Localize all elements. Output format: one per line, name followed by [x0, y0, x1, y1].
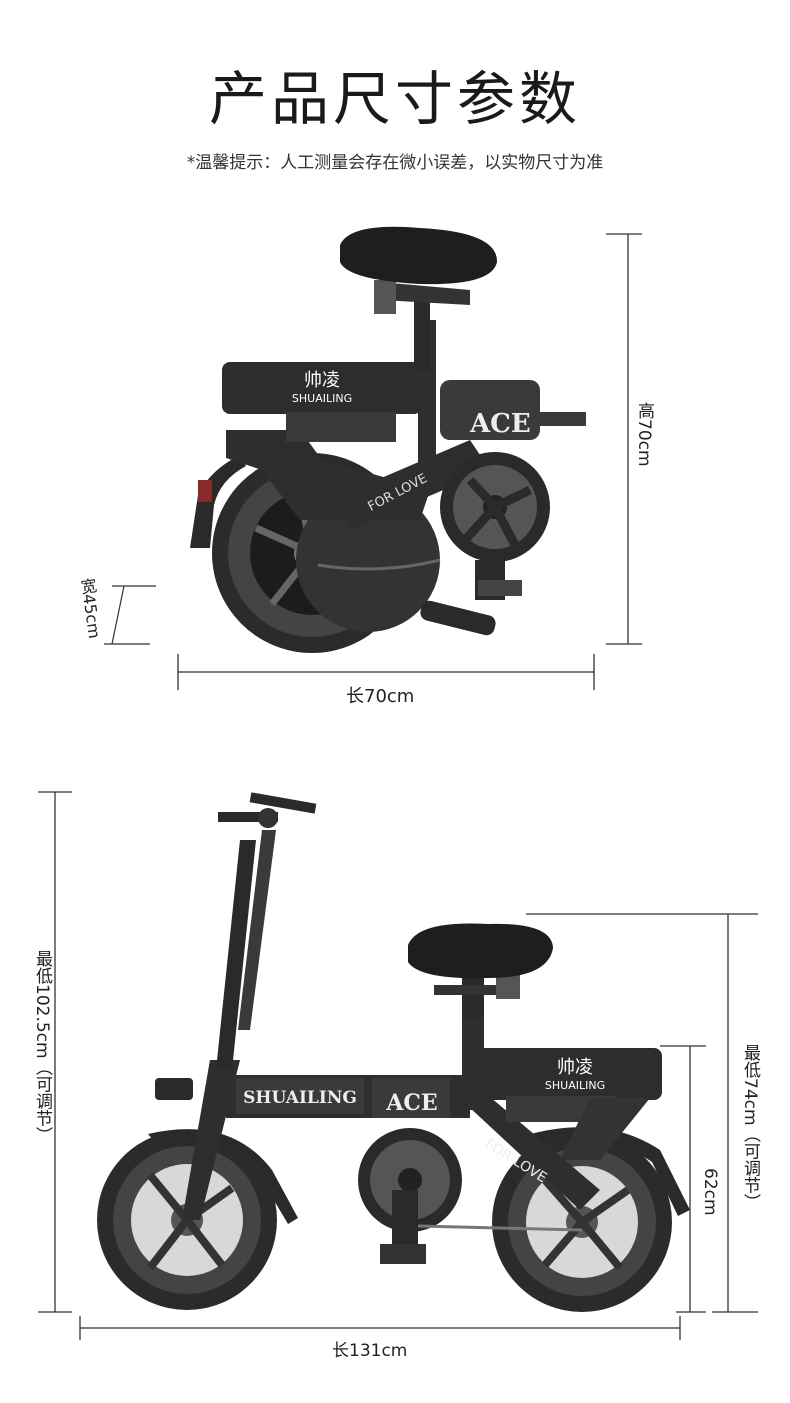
unfolded-pedal: [380, 1244, 426, 1264]
unfolded-battery-brand-en: SHUAILING: [545, 1079, 605, 1092]
frame-brand-panel: [236, 1078, 364, 1114]
headlight: [155, 1078, 193, 1100]
folded-fender: [190, 455, 246, 548]
page-title: 产品尺寸参数: [208, 65, 581, 133]
folded-battery-brand-cn: 帅凌: [304, 370, 340, 391]
frame-brand-text: SHUAILING: [243, 1088, 357, 1108]
unfolded-frame-slogan: FOR LOVE: [482, 1136, 550, 1187]
folded-frame-text: ACE: [469, 409, 531, 439]
folded-height-dimension: [606, 233, 642, 645]
unfolded-battery: [478, 1048, 662, 1160]
frame-ace-text: ACE: [385, 1090, 437, 1116]
folded-seat-spring: [374, 280, 396, 314]
unfolded-seat: [408, 923, 553, 979]
folded-width-dimension: [104, 585, 156, 645]
rear-fender: [510, 1127, 690, 1216]
unfolded-seat-post: [462, 978, 484, 1018]
total-height-label: 最低102.5cm（可调节）: [32, 950, 52, 1144]
folded-chainring: [440, 452, 550, 562]
rack-height-label: 62cm: [700, 1168, 720, 1216]
folded-seat: [340, 226, 498, 285]
folded-frame: [226, 320, 586, 530]
folded-rear-light: [198, 480, 212, 502]
front-fender: [148, 1129, 298, 1224]
folded-battery-brand-en: SHUAILING: [292, 392, 352, 405]
unfolded-battery-brand-cn: 帅凌: [557, 1057, 593, 1078]
folded-pedal: [478, 580, 522, 596]
folded-length-dimension: [177, 654, 595, 690]
folded-handlebar-grip: [420, 600, 496, 636]
folded-bike-illustration: FOR LOVE ACE 帅凌 SHUAILING: [104, 226, 642, 690]
folded-height-label: 高70cm: [634, 402, 654, 467]
seat-height-label: 最低74cm（可调节）: [740, 1044, 760, 1211]
unfolded-rear-wheel: [492, 1132, 672, 1312]
folded-chain: [317, 558, 441, 571]
measurement-notice: *温馨提示：人工测量会存在微小误差，以实物尺寸为准: [186, 153, 604, 173]
unfolded-chain: [417, 1224, 583, 1232]
seat-height-dimension: [526, 913, 758, 1313]
folded-front-wheel: [296, 488, 440, 632]
unfolded-chainring: [358, 1128, 462, 1232]
total-length-label: 长131cm: [332, 1341, 408, 1361]
unfolded-front-wheel: [97, 1130, 277, 1310]
steering-stem: [216, 840, 256, 1070]
folded-length-label: 长70cm: [346, 686, 415, 707]
folded-battery: [222, 362, 422, 442]
unfolded-seat-spring: [496, 975, 520, 999]
unfolded-frame: [182, 1000, 600, 1220]
folded-seat-post: [414, 300, 430, 370]
unfolded-crank: [392, 1190, 418, 1250]
handlebar: [218, 812, 278, 822]
frame-ace-panel: [372, 1078, 450, 1118]
